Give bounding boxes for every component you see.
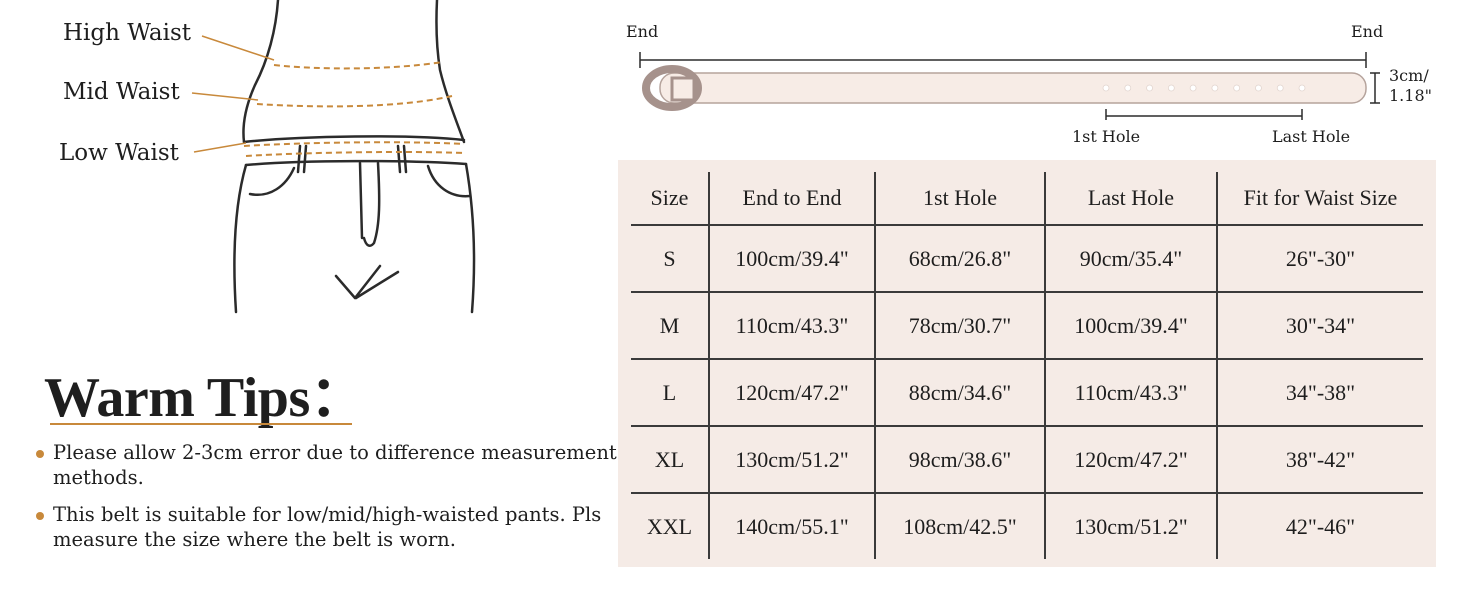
- low-waist-leader: [193, 142, 247, 153]
- low-waist-dashed-line-1: [243, 141, 465, 147]
- cell-fit-waist: 42"-46": [1216, 493, 1423, 559]
- size-chart-table: Size End to End 1st Hole Last Hole Fit f…: [631, 172, 1423, 559]
- cell-size: XXL: [646, 513, 693, 539]
- belt-width-label: 3cm/: [1389, 66, 1429, 85]
- belt-loop-right: [396, 144, 408, 174]
- buckle-icon: [642, 65, 702, 111]
- cell-size: XL: [631, 426, 709, 494]
- cell-fit-waist: 34"-38": [1216, 359, 1423, 427]
- high-waist-label: High Waist: [63, 20, 192, 46]
- cell-last-hole: 130cm/51.2": [1044, 493, 1217, 559]
- cell-last-hole: 90cm/35.4": [1044, 225, 1217, 293]
- cell-end-to-end: 120cm/47.2": [708, 359, 875, 427]
- header-size: Size: [631, 172, 709, 226]
- table-row: XXL 140cm/55.1" 108cm/42.5" 130cm/51.2" …: [631, 493, 1423, 559]
- header-last-hole: Last Hole: [1044, 172, 1217, 226]
- belt-hole: [1146, 84, 1153, 92]
- right-leg-outline: [464, 162, 476, 314]
- cell-fit-waist: 30"-34": [1216, 292, 1423, 360]
- cell-fit-waist: 38"-42": [1216, 426, 1423, 494]
- belt-loop-left: [296, 144, 308, 174]
- mid-waist-label: Mid Waist: [63, 79, 180, 105]
- waistband-top: [242, 135, 466, 144]
- belt-hole: [1102, 84, 1110, 92]
- cell-last-hole: 120cm/47.2": [1044, 426, 1217, 494]
- torso-right-outline: [435, 0, 466, 144]
- tip-item: This belt is suitable for low/mid/high-w…: [36, 502, 633, 552]
- tip-text: Please allow 2-3cm error due to differen…: [53, 441, 617, 489]
- high-waist-leader: [201, 35, 275, 61]
- table-row: L 120cm/47.2" 88cm/34.6" 110cm/43.3" 34"…: [631, 359, 1423, 427]
- warm-tips-underline: [50, 423, 352, 425]
- cell-first-hole: 78cm/30.7": [874, 292, 1045, 360]
- bullet-icon: [36, 512, 44, 520]
- end-left-label: End: [626, 22, 659, 41]
- header-end-to-end: End to End: [708, 172, 875, 226]
- low-waist-dashed-line-2: [245, 151, 466, 157]
- belt-holes: [1102, 84, 1306, 92]
- last-hole-label: Last Hole: [1272, 127, 1351, 146]
- cell-first-hole: 68cm/26.8": [874, 225, 1045, 293]
- cell-first-hole: 98cm/38.6": [874, 426, 1045, 494]
- cell-first-hole: 88cm/34.6": [874, 359, 1045, 427]
- waistband-bottom: [244, 159, 468, 167]
- mid-waist-dashed-line: [256, 95, 453, 108]
- belt-illustration: [639, 52, 1380, 120]
- cell-size: M: [631, 292, 709, 360]
- belt-hole: [1255, 84, 1262, 92]
- tip-text: This belt is suitable for low/mid/high-w…: [53, 503, 602, 551]
- first-hole-label: 1st Hole: [1072, 127, 1141, 146]
- table-row: M 110cm/43.3" 78cm/30.7" 100cm/39.4" 30"…: [631, 292, 1423, 360]
- belt-width-label-inch: 1.18": [1389, 86, 1432, 105]
- belt-strap: [659, 72, 1367, 104]
- tip-item: Please allow 2-3cm error due to differen…: [36, 440, 633, 490]
- end-right-label: End: [1351, 22, 1384, 41]
- buckle-tongue: [670, 76, 696, 102]
- high-waist-dashed-line: [273, 61, 444, 70]
- belt-hole: [1189, 84, 1197, 92]
- belt-hole: [1124, 84, 1132, 92]
- belt-hole: [1233, 84, 1241, 92]
- cell-fit-waist: 26"-30": [1216, 225, 1423, 293]
- belt-hole: [1167, 84, 1175, 92]
- header-first-hole: 1st Hole: [874, 172, 1045, 226]
- mid-waist-leader: [191, 92, 259, 101]
- cell-last-hole: 110cm/43.3": [1044, 359, 1217, 427]
- cell-last-hole: 100cm/39.4": [1044, 292, 1217, 360]
- pocket-right: [426, 164, 472, 198]
- pocket-left: [248, 166, 296, 197]
- waist-diagram-illustration: [191, 0, 476, 314]
- cell-first-hole: 108cm/42.5": [874, 493, 1045, 559]
- belt-hole: [1211, 84, 1219, 92]
- left-leg-outline: [233, 163, 248, 314]
- belt-hole: [1298, 84, 1306, 92]
- low-waist-label: Low Waist: [59, 140, 179, 166]
- header-fit-waist: Fit for Waist Size: [1216, 172, 1423, 226]
- torso-left-outline: [242, 0, 280, 144]
- cell-end-to-end: 110cm/43.3": [708, 292, 875, 360]
- table-row: XL 130cm/51.2" 98cm/38.6" 120cm/47.2" 38…: [631, 426, 1423, 494]
- cell-size: L: [631, 359, 709, 427]
- warm-tips-title: Warm Tips：: [44, 367, 366, 429]
- table-row: S 100cm/39.4" 68cm/26.8" 90cm/35.4" 26"-…: [631, 225, 1423, 293]
- bullet-icon: [36, 450, 44, 458]
- belt-hole: [1276, 84, 1284, 92]
- table-header-row: Size End to End 1st Hole Last Hole Fit f…: [631, 172, 1423, 226]
- fly-line: [362, 161, 381, 247]
- cell-end-to-end: 100cm/39.4": [708, 225, 875, 293]
- crotch-fold: [334, 264, 400, 300]
- cell-size: S: [631, 225, 709, 293]
- zip-line: [358, 161, 364, 240]
- cell-end-to-end: 140cm/55.1": [708, 493, 875, 559]
- cell-end-to-end: 130cm/51.2": [708, 426, 875, 494]
